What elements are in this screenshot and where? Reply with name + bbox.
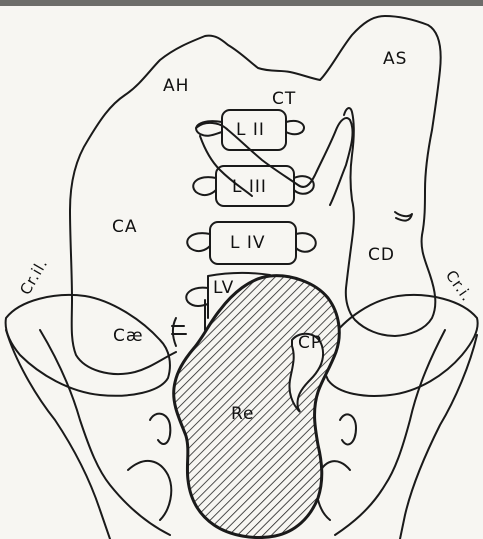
right-ischium xyxy=(340,414,356,444)
right-ilium xyxy=(324,295,478,396)
left-ilium xyxy=(6,295,170,396)
label-ah: AH xyxy=(163,78,189,95)
label-cd: CD xyxy=(368,247,395,264)
label-l5: LV xyxy=(213,280,234,297)
label-re: Re xyxy=(231,406,255,423)
right-pelvis-outer xyxy=(400,335,477,539)
right-pelvis-inner xyxy=(335,330,445,535)
caecum-outline xyxy=(173,318,176,346)
left-ischium xyxy=(150,414,170,444)
label-as: AS xyxy=(383,51,407,68)
descending-colon-fold xyxy=(395,212,412,221)
label-ca: CA xyxy=(112,219,138,236)
label-l2: L II xyxy=(236,122,265,139)
transverse-colon xyxy=(196,118,353,205)
label-cae: Cæ xyxy=(113,328,144,345)
rectum xyxy=(174,276,340,538)
label-l4: L IV xyxy=(230,235,266,252)
label-ct: CT xyxy=(272,91,296,108)
label-cp: CP xyxy=(298,335,322,352)
top-border xyxy=(0,0,483,6)
label-l3: L III xyxy=(232,179,267,196)
left-pelvis-inner xyxy=(40,330,170,535)
